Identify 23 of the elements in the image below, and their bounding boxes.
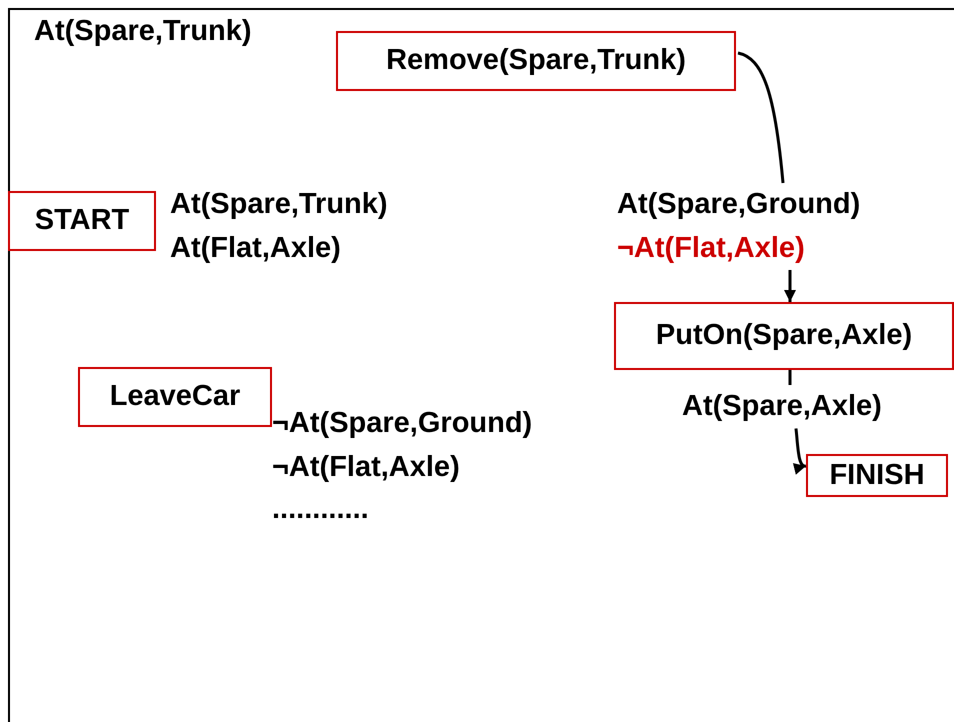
condition-text: ¬At(Spare,Ground)	[272, 406, 532, 441]
action-box	[806, 454, 948, 497]
condition-text: At(Flat,Axle)	[170, 231, 341, 266]
action-name: PutOn(Spare,Axle)	[656, 318, 912, 354]
condition-text: At(Spare,Axle)	[682, 389, 882, 424]
condition-text: At(Spare,Trunk)	[170, 187, 388, 222]
action-name: START	[34, 203, 130, 238]
action-box	[614, 302, 954, 370]
connector-line	[738, 52, 784, 184]
action-box	[78, 367, 272, 427]
action-name: LeaveCar	[110, 379, 240, 414]
condition-text: At(Spare,Ground)	[617, 187, 860, 222]
arrow	[784, 270, 796, 302]
action-name: FINISH	[829, 458, 925, 493]
arrow	[794, 428, 806, 472]
action-box	[336, 31, 736, 91]
action-name: Remove(Spare,Trunk)	[386, 43, 686, 78]
condition-text: At(Spare,Trunk)	[34, 14, 252, 49]
condition-text: ¬At(Flat,Axle)	[272, 450, 460, 485]
action-box	[8, 191, 156, 251]
condition-text: ............	[272, 492, 369, 527]
condition-text: ¬At(Flat,Axle)	[617, 230, 806, 266]
connector-line	[788, 370, 792, 385]
